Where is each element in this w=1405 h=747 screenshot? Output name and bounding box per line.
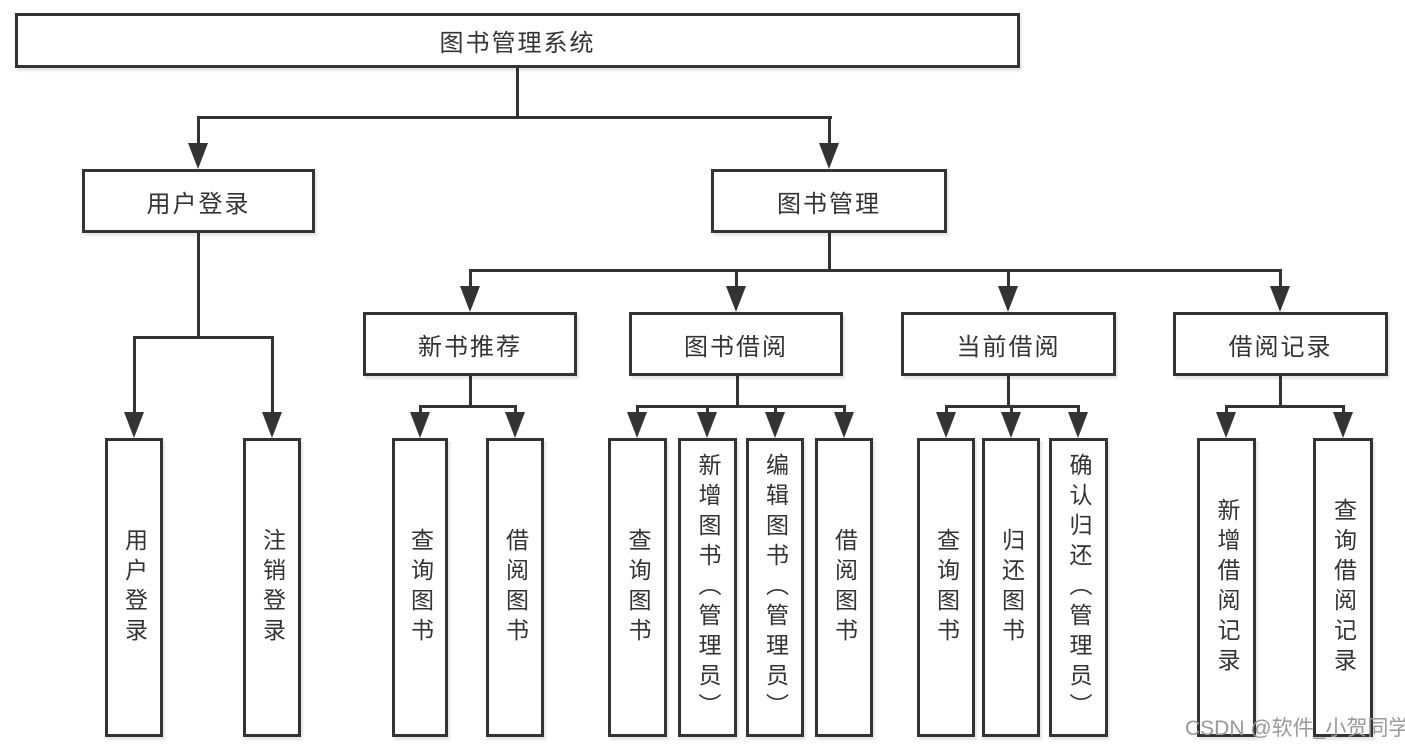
node-label: 借阅图书 (502, 527, 529, 648)
connector-line (1077, 405, 1080, 415)
node-label: 借阅图书 (831, 527, 858, 648)
arrowhead-icon (998, 286, 1018, 312)
node-label: 新增图书（管理员） (695, 452, 721, 723)
node-label: 确认归还（管理员） (1066, 452, 1092, 723)
connector-line (271, 336, 274, 414)
leaf-query-books-borrowing: 查询图书 (608, 438, 667, 737)
leaf-query-borrow-record: 查询借阅记录 (1313, 438, 1373, 737)
node-label: 当前借阅 (956, 333, 1061, 361)
arrowhead-icon (819, 143, 839, 169)
leaf-user-login: 用户登录 (105, 438, 163, 737)
leaf-borrow-books: 借阅图书 (815, 438, 873, 737)
node-label: 注销登录 (259, 527, 286, 648)
node-label: 图书借阅 (684, 333, 788, 361)
connector-line (636, 405, 639, 415)
connector-line (1010, 405, 1013, 415)
leaf-logout: 注销登录 (243, 438, 301, 737)
connector-line (945, 405, 948, 415)
connector-line (469, 376, 472, 408)
node-label: 借阅记录 (1228, 333, 1333, 361)
connector-line (828, 116, 831, 148)
connector-line (516, 68, 519, 118)
arrowhead-icon (1270, 286, 1290, 312)
connector-line (774, 405, 777, 415)
connector-line (1342, 405, 1345, 415)
node-book-management: 图书管理 (711, 169, 947, 233)
arrowhead-icon (188, 143, 208, 169)
node-user-login-group: 用户登录 (82, 169, 315, 233)
node-label: 查询图书 (625, 527, 651, 648)
arrowhead-icon (124, 412, 144, 438)
node-library-management-system: 图书管理系统 (15, 13, 1020, 68)
arrowhead-icon (627, 412, 647, 438)
node-borrowing-records: 借阅记录 (1173, 312, 1388, 376)
arrowhead-icon (765, 412, 785, 438)
arrowhead-icon (1333, 412, 1353, 438)
csdn-watermark: CSDN @软件_小贺同学 (1185, 717, 1405, 740)
node-label: 查询图书 (407, 527, 434, 648)
node-label: 新书推荐 (418, 333, 522, 361)
connector-line (736, 376, 739, 408)
connector-line (1007, 269, 1010, 289)
connector-line (1225, 405, 1345, 408)
node-label: 查询借阅记录 (1330, 497, 1357, 678)
leaf-query-books-current: 查询图书 (917, 438, 975, 737)
connector-line (197, 116, 832, 119)
node-label: 用户登录 (146, 190, 251, 218)
connector-line (419, 405, 422, 415)
node-current-borrowing: 当前借阅 (901, 312, 1116, 376)
connector-line (706, 405, 709, 415)
node-label: 图书管理 (777, 190, 881, 218)
arrowhead-icon (262, 412, 282, 438)
leaf-add-books-admin: 新增图书（管理员） (678, 438, 737, 737)
connector-line (1225, 405, 1228, 415)
arrowhead-icon (505, 412, 525, 438)
arrowhead-icon (410, 412, 430, 438)
node-label: 图书管理系统 (439, 30, 596, 57)
connector-line (133, 336, 274, 339)
connector-line (419, 405, 517, 408)
connector-line (197, 233, 200, 338)
arrowhead-icon (726, 286, 746, 312)
connector-line (133, 336, 136, 414)
connector-line (469, 269, 1282, 272)
leaf-query-books-recommend: 查询图书 (392, 438, 448, 737)
node-label: 查询图书 (933, 527, 960, 648)
arrowhead-icon (1068, 412, 1088, 438)
connector-line (1279, 269, 1282, 289)
leaf-confirm-return-admin: 确认归还（管理员） (1049, 438, 1108, 737)
arrowhead-icon (697, 412, 717, 438)
connector-line (843, 405, 846, 415)
arrowhead-icon (936, 412, 956, 438)
leaf-borrow-books-recommend: 借阅图书 (486, 438, 544, 737)
connector-line (469, 269, 472, 289)
node-new-book-recommendation: 新书推荐 (363, 312, 577, 376)
connector-line (636, 405, 846, 408)
connector-line (514, 405, 517, 415)
node-label: 编辑图书（管理员） (762, 452, 789, 723)
arrowhead-icon (1216, 412, 1236, 438)
connector-line (735, 269, 738, 289)
arrowhead-icon (834, 412, 854, 438)
arrowhead-icon (460, 286, 480, 312)
leaf-edit-books-admin: 编辑图书（管理员） (746, 438, 804, 737)
node-book-borrowing: 图书借阅 (629, 312, 843, 376)
leaf-return-books: 归还图书 (982, 438, 1040, 737)
node-label: 用户登录 (121, 527, 148, 648)
arrowhead-icon (1001, 412, 1021, 438)
node-label: 新增借阅记录 (1214, 497, 1240, 678)
connector-line (1279, 376, 1282, 408)
node-label: 归还图书 (998, 527, 1025, 648)
connector-line (1007, 376, 1010, 408)
connector-line (197, 116, 200, 148)
connector-line (828, 233, 831, 272)
leaf-add-borrow-record: 新增借阅记录 (1197, 438, 1256, 737)
